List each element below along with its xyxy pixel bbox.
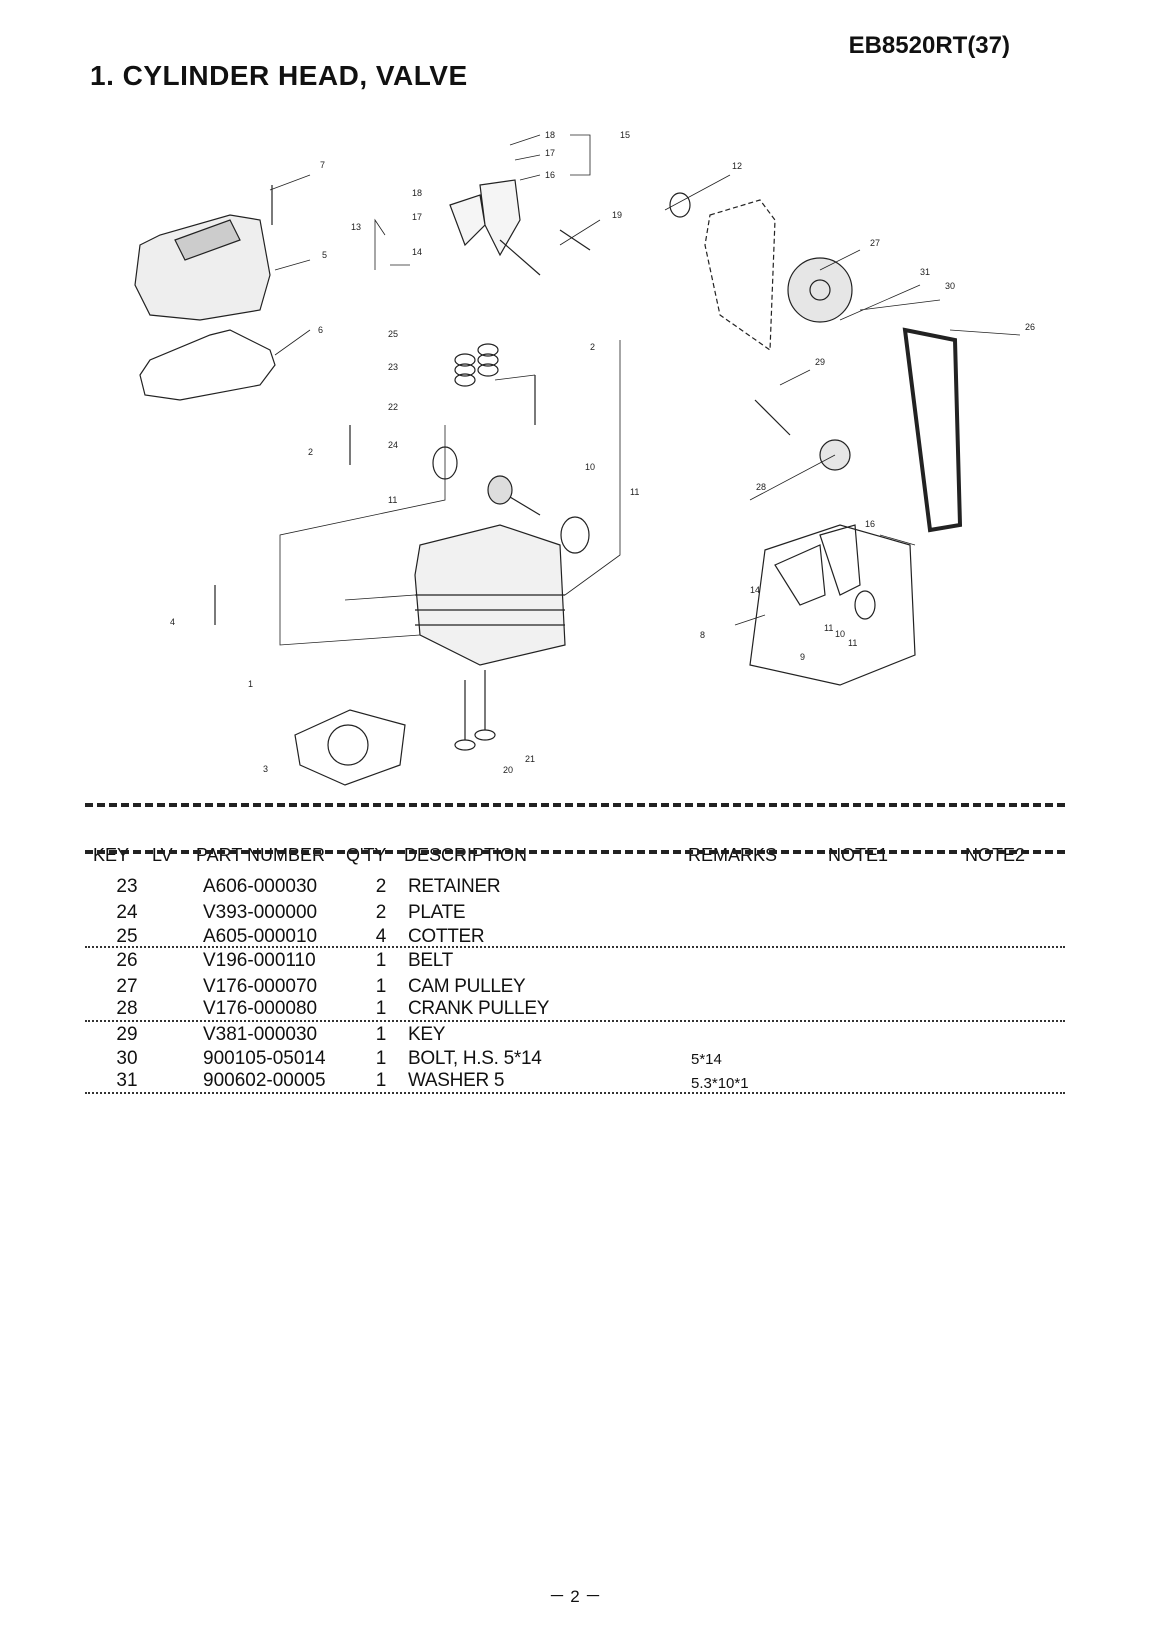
timing-cover-drawing [704, 199, 776, 352]
table-rule-top [85, 803, 1065, 807]
col-description: DESCRIPTION [404, 845, 528, 865]
svg-text:6: 6 [318, 325, 323, 335]
svg-text:30: 30 [945, 281, 955, 291]
col-qty: Q'TY [346, 845, 387, 865]
svg-text:31: 31 [920, 267, 930, 277]
svg-text:11: 11 [824, 623, 833, 633]
svg-text:2: 2 [308, 447, 313, 457]
svg-text:9: 9 [800, 652, 805, 662]
svg-text:14: 14 [412, 247, 422, 257]
svg-text:23: 23 [388, 362, 398, 372]
cover-gasket-drawing [139, 329, 276, 401]
svg-text:7: 7 [320, 160, 325, 170]
svg-text:15: 15 [620, 130, 630, 140]
svg-text:3: 3 [263, 764, 268, 774]
svg-text:21: 21 [525, 754, 535, 764]
cam-pulley-drawing [787, 257, 853, 323]
svg-text:25: 25 [388, 329, 398, 339]
diagram-callouts: 1 2 2 3 4 5 6 7 8 9 10 10 11 11 11 11 12… [170, 130, 1035, 775]
svg-text:16: 16 [545, 170, 555, 180]
svg-text:28: 28 [756, 482, 766, 492]
valve-springs-drawing [454, 343, 499, 387]
page-number: － 2 － [548, 1587, 602, 1606]
table-rule-bottom [85, 850, 1065, 854]
model-code: EB8520RT(37) [848, 32, 1010, 59]
svg-text:11: 11 [630, 487, 639, 497]
camshaft-drawing [432, 446, 590, 554]
svg-text:17: 17 [545, 148, 555, 158]
svg-text:10: 10 [835, 629, 845, 639]
svg-text:11: 11 [848, 638, 857, 648]
rocker-arm-drawing [449, 179, 521, 257]
col-note1: NOTE1 [828, 845, 889, 865]
svg-text:27: 27 [870, 238, 880, 248]
col-key: KEY [93, 845, 130, 865]
col-part-number: PART NUMBER [196, 845, 326, 865]
head-gasket-drawing [294, 709, 406, 786]
svg-text:22: 22 [388, 402, 398, 412]
svg-text:10: 10 [585, 462, 595, 472]
col-lv: LV [152, 845, 173, 865]
timing-belt-drawing [902, 327, 963, 533]
svg-text:24: 24 [388, 440, 398, 450]
svg-text:4: 4 [170, 617, 175, 627]
oil-seal-drawing [669, 192, 691, 218]
svg-text:16: 16 [865, 519, 875, 529]
valves-drawing [464, 670, 486, 740]
svg-text:18: 18 [545, 130, 555, 140]
svg-text:8: 8 [700, 630, 705, 640]
svg-text:12: 12 [732, 161, 742, 171]
col-remarks: REMARKS [688, 845, 778, 865]
svg-text:26: 26 [1025, 322, 1035, 332]
svg-text:29: 29 [815, 357, 825, 367]
svg-text:18: 18 [412, 188, 422, 198]
svg-text:17: 17 [412, 212, 422, 222]
svg-text:5: 5 [322, 250, 327, 260]
exploded-parts-diagram: 1 2 2 3 4 5 6 7 8 9 10 10 11 11 11 11 12… [134, 130, 1035, 786]
svg-text:20: 20 [503, 765, 513, 775]
detail-inset [749, 524, 916, 686]
svg-text:1: 1 [248, 679, 253, 689]
svg-text:11: 11 [388, 495, 397, 505]
svg-text:14: 14 [750, 585, 760, 595]
svg-text:2: 2 [590, 342, 595, 352]
svg-text:19: 19 [612, 210, 622, 220]
page-title: 1. CYLINDER HEAD, VALVE [90, 60, 468, 91]
svg-text:13: 13 [351, 222, 361, 232]
col-note2: NOTE2 [965, 845, 1026, 865]
